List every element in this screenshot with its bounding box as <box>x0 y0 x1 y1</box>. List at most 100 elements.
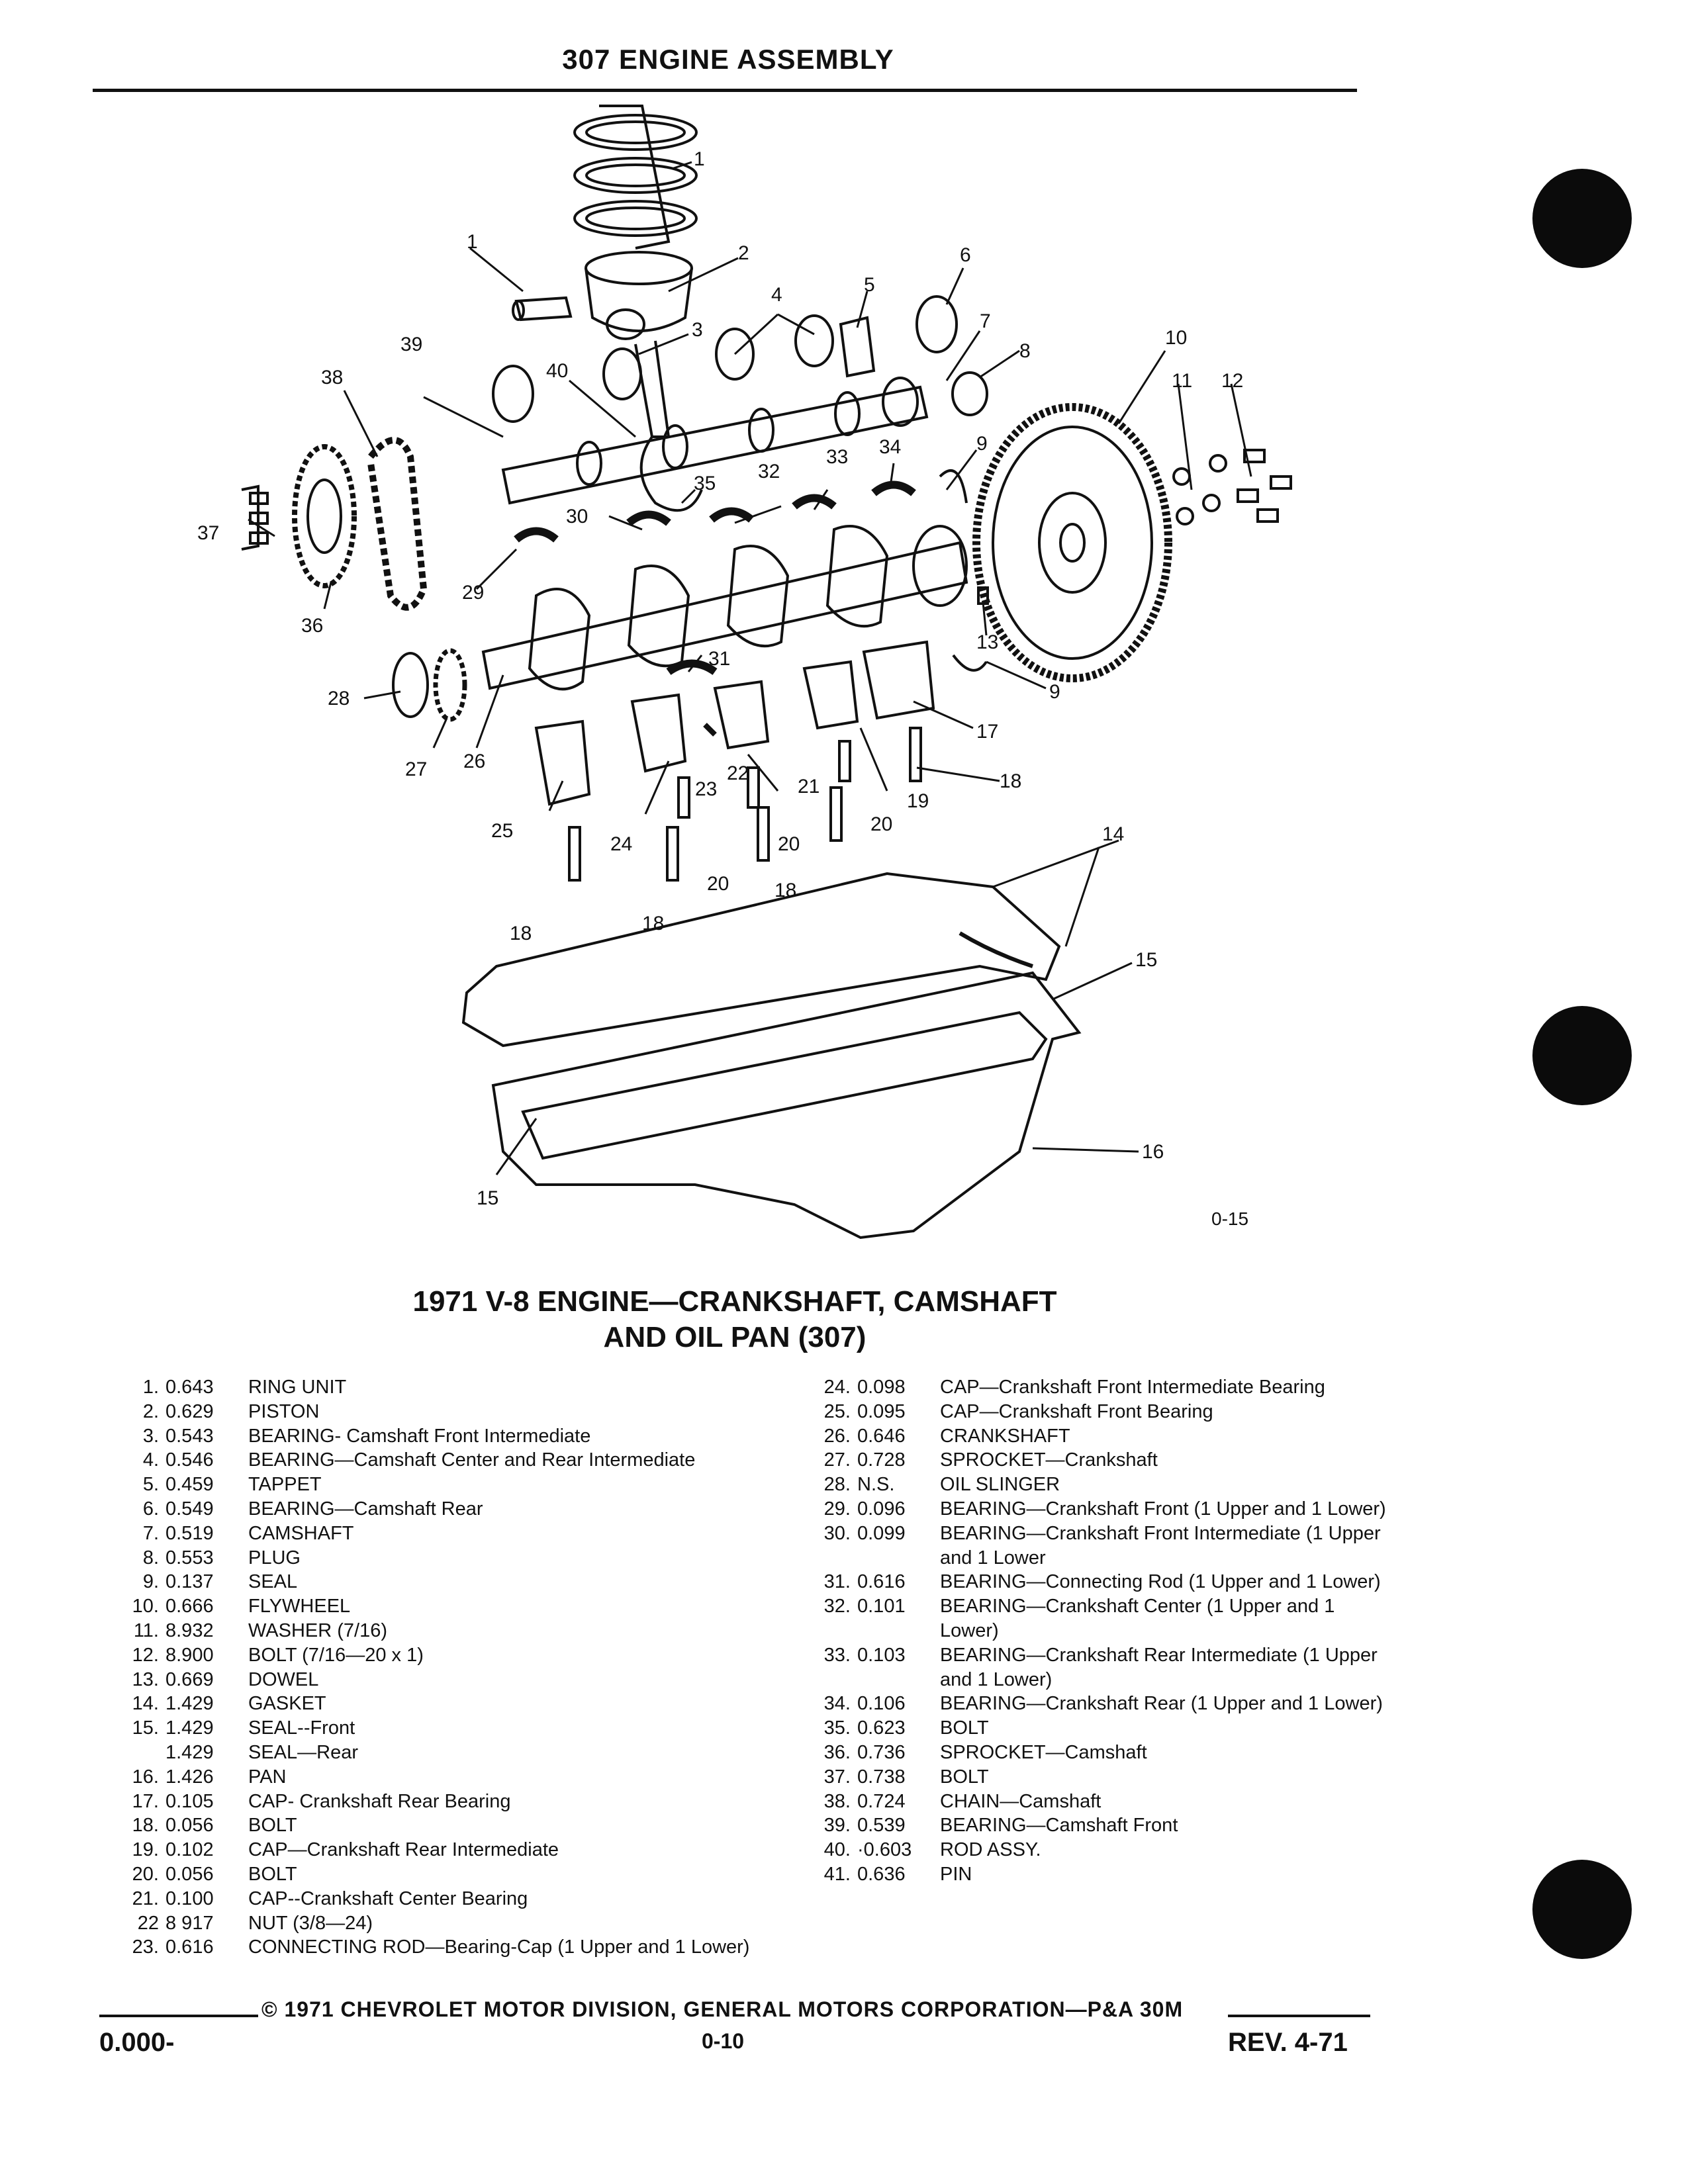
part-desc: CAMSHAFT <box>248 1522 354 1544</box>
part-desc: WASHER (7/16) <box>248 1619 388 1641</box>
svg-text:38: 38 <box>321 367 343 388</box>
svg-text:30: 30 <box>566 506 588 527</box>
part-code: 0.056 <box>165 1815 214 1837</box>
part-desc: SPROCKET—Crankshaft <box>940 1449 1158 1471</box>
part-desc: CAP—Crankshaft Front Intermediate Bearin… <box>940 1377 1325 1398</box>
part-desc: BEARING—Camshaft Rear <box>248 1498 483 1520</box>
svg-text:12: 12 <box>1221 370 1243 392</box>
svg-text:20: 20 <box>778 833 800 855</box>
part-code: ·0.603 <box>857 1839 912 1861</box>
part-num: 37. <box>823 1766 851 1788</box>
parts-list-item: 31. 0.616 BEARING—Connecting Rod (1 Upper … <box>811 1570 1393 1594</box>
flywheel-bolts-icon <box>1237 449 1292 523</box>
svg-text:19: 19 <box>907 790 929 812</box>
part-num: 7. <box>142 1522 159 1544</box>
part-desc: BOLT <box>940 1766 989 1788</box>
part-num: 30. <box>823 1522 851 1544</box>
part-code: 1.426 <box>165 1766 214 1788</box>
svg-text:1: 1 <box>694 148 705 170</box>
part-code: 0.101 <box>857 1596 906 1617</box>
camshaft-rear-bearing-icon <box>915 295 958 353</box>
rod-nut-icon <box>703 723 717 737</box>
part-desc: SPROCKET—Camshaft <box>940 1741 1147 1763</box>
part-code: 0.646 <box>857 1425 906 1447</box>
part-code: 0.724 <box>857 1790 906 1812</box>
main-bearing-bolts-icon <box>568 727 922 882</box>
svg-text:23: 23 <box>695 778 717 800</box>
parts-list-item: 2. 0.629 PISTON <box>119 1400 794 1424</box>
part-num: 20. <box>132 1863 159 1885</box>
part-num: 26. <box>823 1425 851 1447</box>
camshaft-plug-icon <box>951 371 988 416</box>
svg-text:10: 10 <box>1165 327 1187 349</box>
part-desc: BEARING—Connecting Rod (1 Upper and 1 Lo… <box>940 1571 1381 1593</box>
part-num: 38. <box>823 1790 851 1812</box>
crankshaft-front-intermediate-cap-icon <box>630 693 687 773</box>
part-num: 28. <box>823 1474 851 1496</box>
part-code: 0.095 <box>857 1400 906 1422</box>
part-desc: SEAL—Rear <box>248 1741 359 1763</box>
camshaft-front-bearing-icon <box>492 365 534 423</box>
part-num: 6. <box>142 1498 159 1520</box>
part-desc: CAP- Crankshaft Rear Bearing <box>248 1790 511 1812</box>
part-code: 0.736 <box>857 1741 906 1763</box>
svg-text:18: 18 <box>1000 770 1021 792</box>
part-num: 29. <box>823 1498 851 1520</box>
part-desc: ROD ASSY. <box>940 1839 1041 1861</box>
svg-text:20: 20 <box>870 813 892 835</box>
part-code: 0.616 <box>165 1936 214 1958</box>
rear-seal-upper-icon <box>939 469 968 504</box>
piston-rings-icon <box>573 105 698 250</box>
oil-slinger-icon <box>392 652 429 718</box>
piston-pin-icon <box>512 296 573 322</box>
part-num: 2. <box>142 1400 159 1422</box>
part-desc: RING UNIT <box>248 1377 347 1398</box>
figure-code: 0-15 <box>1211 1208 1249 1229</box>
connecting-rod-bearing-icon <box>666 659 718 676</box>
part-code: 0.106 <box>857 1693 906 1715</box>
part-code: 8.900 <box>165 1644 214 1666</box>
revision-label: REV. 4-71 <box>1228 2028 1348 2057</box>
part-code: 8 917 <box>165 1912 214 1934</box>
part-code: 0.636 <box>857 1863 906 1885</box>
part-code: 1.429 <box>165 1717 214 1739</box>
part-num: 15. <box>132 1717 159 1739</box>
part-num: 34. <box>823 1693 851 1715</box>
part-desc: PISTON <box>248 1400 320 1422</box>
page-title: 307 ENGINE ASSEMBLY <box>562 44 894 75</box>
part-num: 31. <box>823 1571 851 1593</box>
callout-labels: 1 1 2 3 4 5 6 7 8 9 9 10 11 12 13 14 15 … <box>197 148 1243 1209</box>
crankshaft-sprocket-icon <box>433 648 467 722</box>
svg-text:9: 9 <box>976 433 988 455</box>
part-desc: SEAL <box>248 1571 298 1593</box>
svg-text:16: 16 <box>1142 1141 1164 1163</box>
camshaft-rear-intermediate-bearing-icon <box>794 314 834 367</box>
part-desc: CHAIN—Camshaft <box>940 1790 1102 1812</box>
crankshaft-center-bearing-icon <box>709 507 754 523</box>
svg-text:34: 34 <box>879 436 901 458</box>
part-code: 0.102 <box>165 1839 214 1861</box>
svg-text:15: 15 <box>1135 949 1157 971</box>
part-num: 18. <box>132 1815 159 1837</box>
part-num: 27. <box>823 1449 851 1471</box>
part-code: 0.616 <box>857 1571 906 1593</box>
svg-text:3: 3 <box>692 319 703 341</box>
svg-text:22: 22 <box>727 762 749 784</box>
part-code: 0.629 <box>165 1400 214 1422</box>
svg-text:8: 8 <box>1019 340 1031 362</box>
crankshaft-front-bearing-icon <box>514 527 559 543</box>
part-code: 0.543 <box>165 1425 214 1447</box>
